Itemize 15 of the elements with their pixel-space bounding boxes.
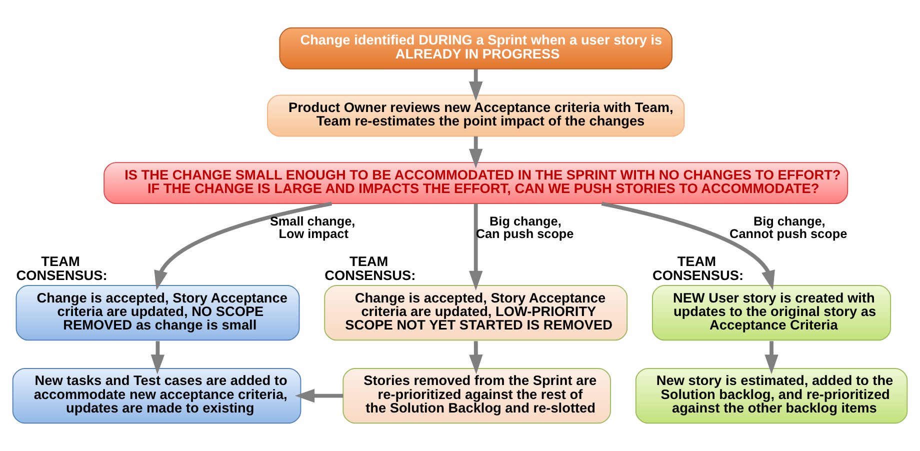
- arrow: [150, 341, 165, 374]
- arrow: [469, 68, 483, 102]
- arrow: [601, 202, 775, 290]
- edge-label: Big change, Can push scope: [476, 214, 574, 242]
- arrow: [154, 202, 332, 290]
- edge-label: Small change, Low impact: [270, 214, 356, 242]
- arrow: [469, 136, 483, 168]
- node-label: TEAM CONSENSUS:: [16, 254, 108, 283]
- arrow: [294, 388, 344, 403]
- arrow: [469, 204, 483, 290]
- arrow: [764, 341, 778, 374]
- node-label: TEAM CONSENSUS:: [324, 254, 416, 283]
- node-label: TEAM CONSENSUS:: [652, 254, 744, 283]
- edge-label: Big change, Cannot push scope: [730, 214, 848, 242]
- arrow: [469, 341, 483, 374]
